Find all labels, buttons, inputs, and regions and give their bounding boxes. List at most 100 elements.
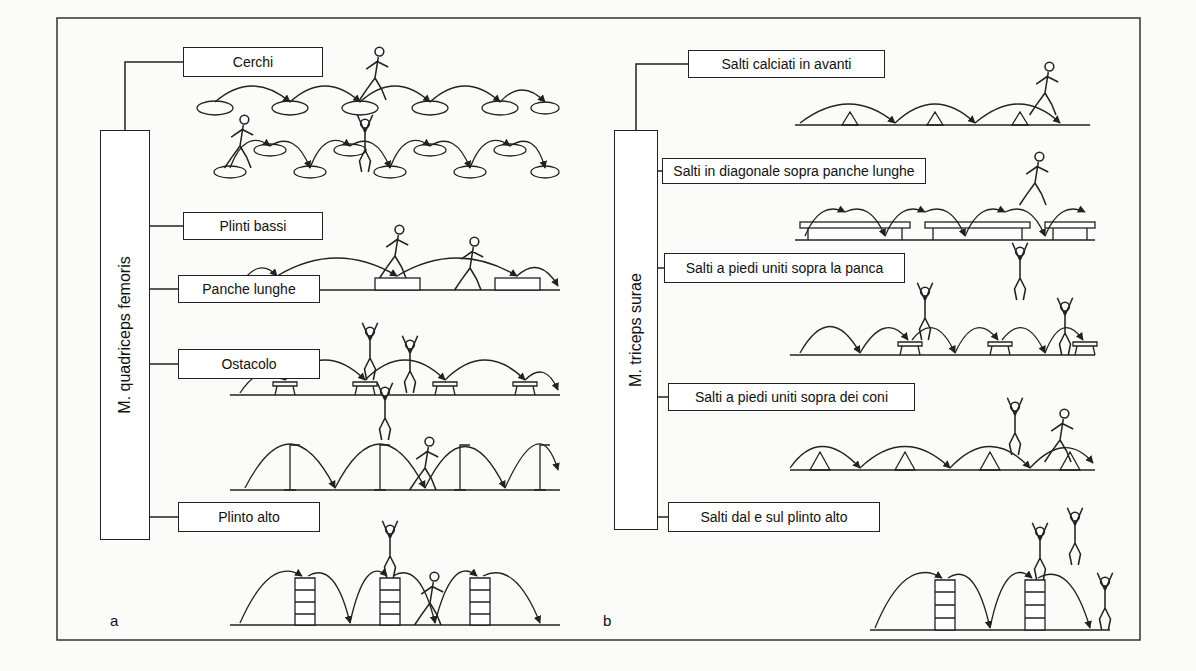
hurdle-exercise-part (410, 437, 439, 490)
forward-kick-jump-exercise-part (800, 104, 1060, 123)
hurdle-exercise-part (245, 444, 335, 488)
diagonal-bench-jump-exercise-part (1005, 209, 1045, 236)
hurdle-exercise-part (284, 445, 300, 490)
cone-jump-exercise-part (1030, 448, 1093, 468)
hurdle-exercise-part (374, 445, 390, 490)
high-box-exercise (230, 521, 560, 625)
hoops-exercise-part (215, 86, 290, 102)
diagonal-bench-jump-exercise-part (933, 228, 1022, 240)
hurdle-exercise (230, 383, 560, 490)
high-box-exercise-part (240, 571, 302, 623)
branch-line (658, 396, 668, 398)
exercise-name: Panche lunghe (194, 281, 303, 297)
exercise-name: Salti in diagonale sopra panche lunghe (665, 163, 922, 179)
exercise-name: Salti a piedi uniti sopra dei coni (687, 389, 896, 405)
two-foot-bench-jump-exercise-part (1073, 342, 1097, 355)
forward-kick-jump-exercise-part (975, 104, 1060, 123)
branch-line (150, 363, 178, 365)
hoops-exercise-part (482, 101, 518, 115)
exercise-box: Ostacolo (178, 349, 320, 379)
high-box-jump-exercise-part (1097, 573, 1112, 630)
bench-exercise-part (273, 382, 297, 395)
two-foot-bench-jump-exercise-part (1057, 298, 1072, 355)
diagonal-bench-jump-exercise-part (1045, 209, 1085, 236)
muscle-name: M. triceps surae (627, 273, 645, 387)
hurdle-exercise-part (377, 383, 392, 440)
hoops-exercise-part (197, 101, 233, 115)
hoops-exercise-part (270, 141, 310, 168)
two-foot-bench-jump-exercise-part (988, 342, 1012, 355)
branch-line (150, 225, 183, 227)
low-box-exercise-part (397, 258, 517, 276)
low-box-exercise-part (495, 278, 540, 290)
hoops-exercise-part (360, 86, 430, 102)
hoops-exercise-part (470, 140, 510, 168)
two-foot-bench-jump-exercise-part (1045, 328, 1083, 353)
low-box-exercise-part (380, 225, 409, 278)
hoops-exercise-part (357, 115, 372, 172)
high-box-exercise-part (470, 578, 490, 625)
forward-kick-jump-exercise-part (1030, 62, 1059, 115)
hoops-exercise-part (272, 101, 308, 115)
exercise-name: Salti calciati in avanti (714, 56, 860, 72)
two-foot-bench-jump-exercise-part (790, 354, 1095, 355)
hoops-exercise (197, 47, 559, 178)
high-box-jump-exercise-part (875, 572, 942, 628)
panel-letter: b (603, 612, 611, 629)
hoops-exercise-part (531, 102, 559, 114)
branch-line (150, 288, 178, 290)
cone-jump-exercise-part (810, 452, 1080, 470)
exercise-box: Plinti bassi (183, 212, 323, 240)
exercise-box: Plinto alto (178, 502, 320, 532)
two-foot-bench-jump-exercise-part (898, 342, 922, 355)
bench-exercise-part (445, 360, 525, 380)
high-box-jump-exercise-part (1032, 523, 1047, 580)
two-foot-bench-jump-exercise-part (860, 328, 908, 353)
cone-jump-exercise-part (1007, 398, 1022, 455)
hoops-exercise-part (290, 86, 360, 102)
bench-exercise-part (433, 382, 457, 395)
exercise-name: Plinto alto (210, 509, 287, 525)
high-box-jump-exercise-part (948, 574, 990, 628)
hurdle-exercise-part (230, 489, 560, 490)
hoops-exercise-part (412, 101, 448, 115)
hoops-exercise-part (510, 141, 545, 168)
exercise-box: Salti a piedi uniti sopra la panca (664, 253, 905, 283)
exercise-box: Salti in diagonale sopra panche lunghe (662, 158, 926, 184)
hoops-exercise-part (230, 140, 545, 168)
diagonal-bench-jump-exercise-part (845, 209, 885, 236)
diagonal-bench-jump-exercise-part (800, 222, 910, 228)
diagonal-bench-jump-exercise-part (805, 209, 845, 236)
high-box-exercise-part (382, 521, 397, 578)
frame (57, 18, 1140, 640)
exercise-box: Salti dal e sul plinto alto (668, 502, 880, 532)
high-box-jump-exercise-part (935, 580, 955, 630)
two-foot-bench-jump-exercise-part (1012, 243, 1027, 300)
high-box-exercise-part (350, 571, 387, 623)
cone-jump-exercise-part (950, 447, 1030, 469)
hoops-exercise-part (500, 90, 545, 102)
diagonal-bench-jump-exercise-part (925, 222, 1030, 228)
high-box-jump-exercise-part (1038, 574, 1090, 628)
bench-exercise-part (525, 372, 558, 390)
hurdle-exercise-part (425, 447, 505, 489)
hoops-exercise-part (215, 86, 545, 102)
forward-kick-jump-exercise-part (800, 104, 895, 123)
hoops-exercise-part (390, 140, 430, 168)
diagonal-bench-jump-exercise-part (885, 209, 925, 236)
branch-line (658, 516, 668, 518)
diagonal-bench-jump-exercise-part (805, 209, 1085, 236)
low-box-exercise-part (375, 278, 420, 290)
two-foot-bench-jump-exercise-part (800, 327, 1083, 354)
high-box-jump-exercise-part (1025, 580, 1045, 630)
diagonal-bench-jump-exercise-part (795, 239, 1095, 240)
cone-jump-exercise-part (1045, 409, 1074, 462)
high-box-jump-exercise-part (990, 572, 1032, 628)
exercise-name: Salti dal e sul plinto alto (692, 509, 855, 525)
high-box-jump-exercise-part (870, 629, 1110, 630)
hurdle-exercise-part (335, 444, 425, 488)
two-foot-bench-jump-exercise-part (912, 328, 955, 353)
cone-jump-exercise-part (790, 469, 1095, 470)
bench-exercise-part (402, 336, 417, 393)
